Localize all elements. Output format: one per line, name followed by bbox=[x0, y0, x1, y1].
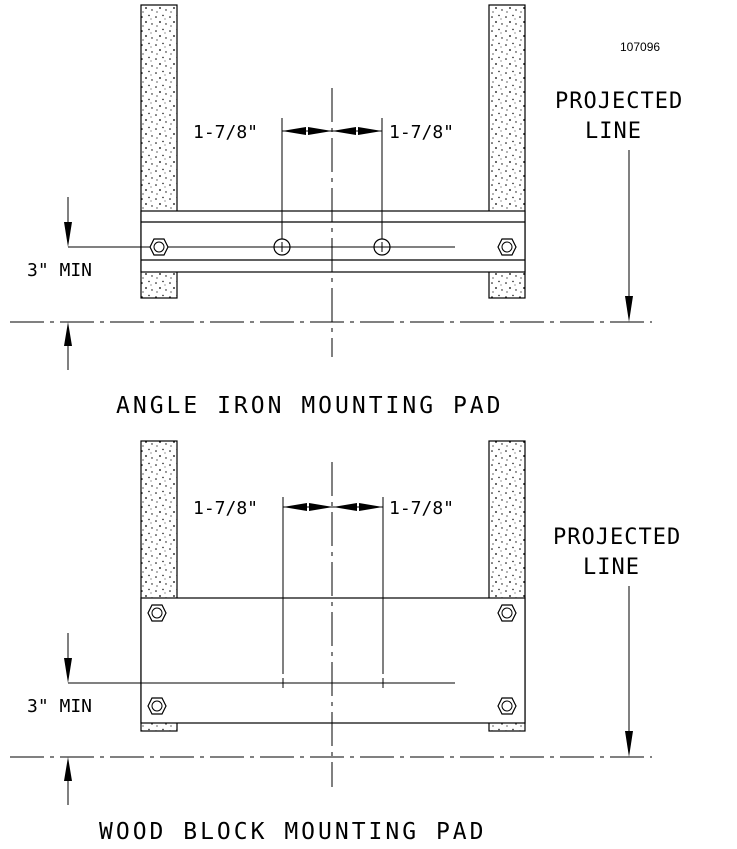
projected-label-line1: PROJECTED bbox=[555, 89, 683, 114]
reference-number: 107096 bbox=[620, 40, 660, 54]
min-clearance-label: 3" MIN bbox=[27, 260, 92, 281]
hole-mark-left bbox=[278, 678, 288, 688]
dimension-arrows-lower bbox=[283, 503, 383, 511]
min-clearance-label-lower: 3" MIN bbox=[27, 696, 92, 717]
wood-block-view: 1-7/8" 1-7/8" PROJECTED LINE 3" MIN WOOD… bbox=[10, 440, 681, 845]
min-clearance-dimension bbox=[64, 197, 72, 370]
hex-bolt-left bbox=[149, 238, 169, 256]
dimension-left-label: 1-7/8" bbox=[193, 122, 258, 143]
projected-arrow-lower bbox=[625, 731, 633, 757]
wood-block-title: WOOD BLOCK MOUNTING PAD bbox=[99, 819, 487, 845]
angle-iron-view: 1-7/8" 1-7/8" PROJECTED LINE 3" MIN ANGL… bbox=[10, 4, 683, 419]
angle-iron-pad bbox=[140, 210, 526, 273]
hex-bolt-right bbox=[497, 238, 517, 256]
projected-arrow bbox=[625, 296, 633, 322]
projected-label-lower-line1: PROJECTED bbox=[553, 525, 681, 550]
hex-bolt-top-right bbox=[497, 604, 517, 622]
wood-block-pad bbox=[140, 597, 526, 724]
hex-bolt-bottom-right bbox=[497, 697, 517, 715]
min-clearance-dimension-lower bbox=[64, 633, 72, 805]
hex-bolt-top-left bbox=[147, 604, 167, 622]
dimension-arrows bbox=[282, 127, 382, 135]
dimension-right-label: 1-7/8" bbox=[389, 122, 454, 143]
dimension-right-label-lower: 1-7/8" bbox=[389, 498, 454, 519]
hex-bolt-bottom-left bbox=[147, 697, 167, 715]
angle-iron-title: ANGLE IRON MOUNTING PAD bbox=[116, 393, 504, 419]
projected-label-line2: LINE bbox=[585, 119, 642, 144]
dimension-left-label-lower: 1-7/8" bbox=[193, 498, 258, 519]
hole-mark-right bbox=[378, 678, 388, 688]
projected-label-lower-line2: LINE bbox=[583, 555, 640, 580]
